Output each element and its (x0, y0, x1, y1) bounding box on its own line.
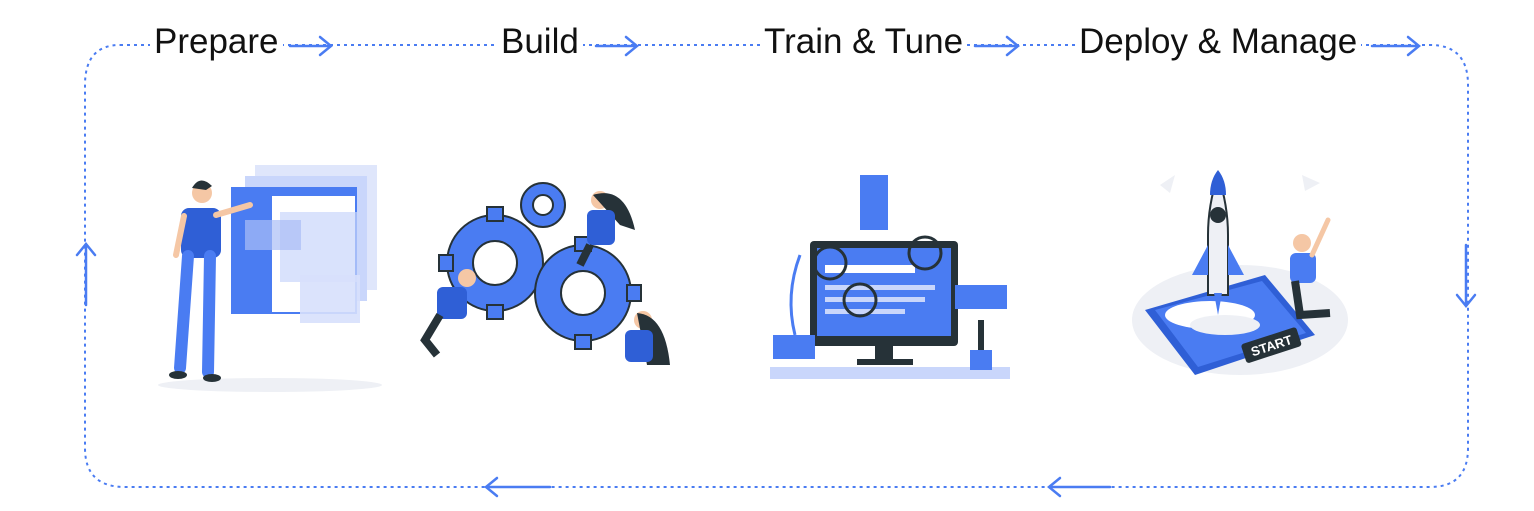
arrow-left-icon (484, 476, 552, 498)
stage-label-train-tune: Train & Tune (760, 20, 968, 64)
arrow-right-icon (973, 35, 1020, 57)
stage-label-build: Build (497, 20, 583, 64)
stage-label-deploy-manage: Deploy & Manage (1075, 20, 1362, 64)
monitor-with-magnifiers-illustration (770, 175, 1010, 379)
stage-label-prepare: Prepare (150, 20, 283, 64)
arrow-right-icon (594, 35, 639, 57)
arrow-down-icon (1455, 243, 1477, 308)
arrow-right-icon (1370, 35, 1421, 57)
people-with-gears-illustration (420, 182, 670, 365)
rocket-launch-illustration: START (1132, 170, 1348, 375)
arrow-left-icon (1047, 476, 1112, 498)
arrow-right-icon (288, 35, 333, 57)
person-with-screens-illustration (158, 165, 382, 392)
arrow-up-icon (75, 242, 97, 307)
